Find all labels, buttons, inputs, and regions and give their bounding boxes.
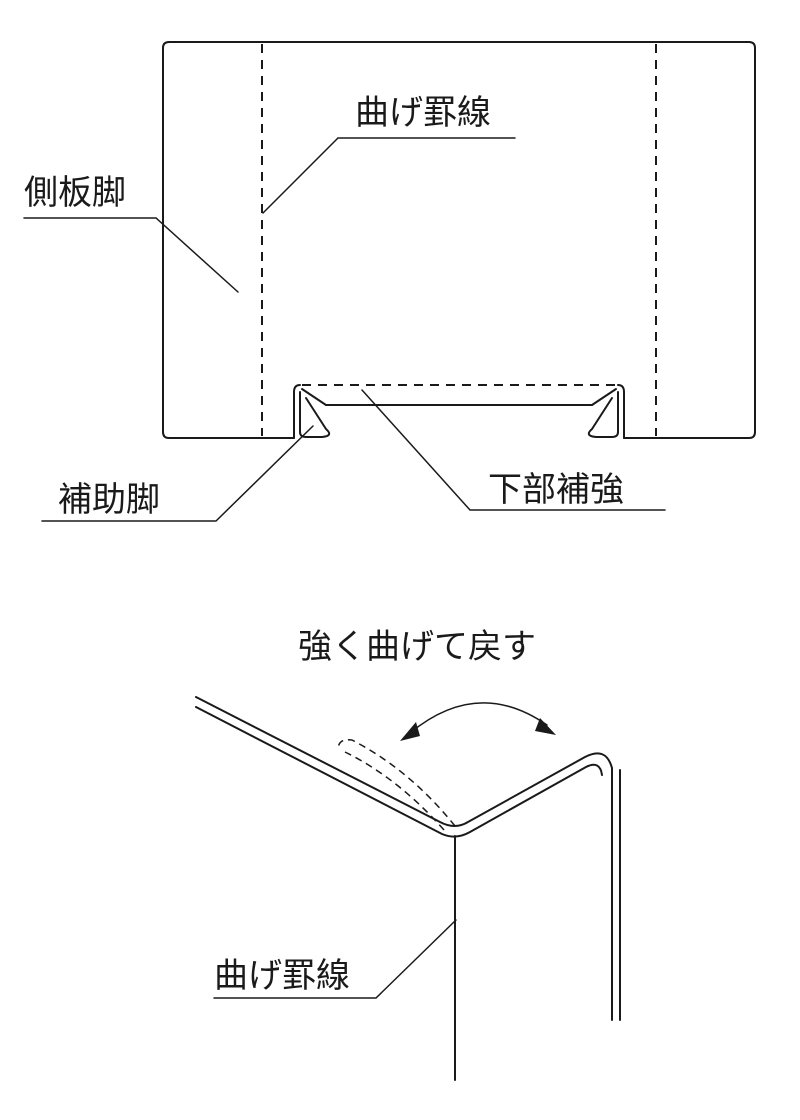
- left-panel-inner: [195, 706, 603, 838]
- bent-flap-inner: [344, 751, 445, 831]
- aux-leg-label: 補助脚: [58, 480, 160, 520]
- left-aux-leg: [299, 391, 331, 438]
- cutout-left-edge: [293, 384, 301, 439]
- top-panel-diagram: 曲げ罫線 側板脚 補助脚 下部補強: [23, 41, 756, 522]
- fold-line-leader: [262, 137, 516, 214]
- left-aux-leg-diagonal: [301, 388, 327, 406]
- cutout-right-edge: [617, 384, 625, 439]
- bend-instruction-label: 強く曲げて戻す: [298, 627, 536, 667]
- panel-outline: [162, 41, 756, 439]
- corner-fold-line-leader: [213, 919, 457, 999]
- fold-line-label: 曲げ罫線: [355, 93, 491, 133]
- right-aux-leg-diagonal: [591, 388, 617, 406]
- bend-arrow-head-left: [400, 722, 420, 741]
- bottom-reinforcement-leader: [361, 389, 666, 511]
- bent-flap-outer: [337, 738, 456, 827]
- bend-arrow-curve: [409, 702, 548, 734]
- bend-arrow-head-right: [535, 718, 556, 735]
- corner-fold-line-label: 曲げ罫線: [214, 956, 350, 996]
- side-leg-leader: [23, 217, 239, 293]
- bottom-reinforcement-label: 下部補強: [488, 470, 624, 510]
- side-leg-label: 側板脚: [24, 173, 126, 213]
- aux-leg-leader: [41, 425, 314, 522]
- right-aux-leg: [587, 391, 619, 438]
- left-panel-outer: [195, 696, 613, 1021]
- bend-diagram: 強く曲げて戻す 曲げ罫線: [195, 627, 621, 1081]
